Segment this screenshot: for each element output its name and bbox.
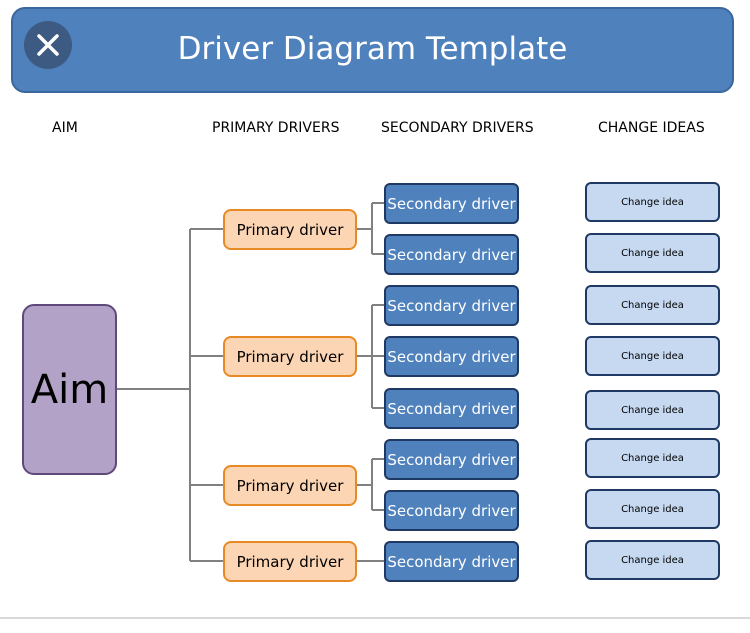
secondary-driver-6[interactable]: Secondary driver: [384, 439, 519, 480]
secondary-driver-4[interactable]: Secondary driver: [384, 336, 519, 377]
change-idea-7[interactable]: Change idea: [585, 489, 720, 529]
secondary-driver-2[interactable]: Secondary driver: [384, 234, 519, 275]
secondary-driver-7[interactable]: Secondary driver: [384, 490, 519, 531]
header-bar: Driver Diagram Template: [11, 7, 734, 93]
secondary-driver-5[interactable]: Secondary driver: [384, 388, 519, 429]
change-idea-3[interactable]: Change idea: [585, 285, 720, 325]
primary-driver-3[interactable]: Primary driver: [223, 465, 357, 506]
column-header-secondary: SECONDARY DRIVERS: [381, 120, 534, 136]
primary-driver-1[interactable]: Primary driver: [223, 209, 357, 250]
change-idea-5[interactable]: Change idea: [585, 390, 720, 430]
change-idea-8[interactable]: Change idea: [585, 540, 720, 580]
secondary-driver-8[interactable]: Secondary driver: [384, 541, 519, 582]
close-button[interactable]: [24, 21, 72, 69]
secondary-driver-3[interactable]: Secondary driver: [384, 285, 519, 326]
page-title: Driver Diagram Template: [177, 31, 568, 67]
change-idea-6[interactable]: Change idea: [585, 438, 720, 478]
column-header-ideas: CHANGE IDEAS: [598, 120, 705, 136]
primary-driver-4[interactable]: Primary driver: [223, 541, 357, 582]
change-idea-4[interactable]: Change idea: [585, 336, 720, 376]
column-header-aim: AIM: [52, 120, 78, 136]
change-idea-1[interactable]: Change idea: [585, 182, 720, 222]
column-header-primary: PRIMARY DRIVERS: [212, 120, 340, 136]
bottom-divider: [0, 617, 750, 619]
aim-box[interactable]: Aim: [22, 304, 117, 475]
change-idea-2[interactable]: Change idea: [585, 233, 720, 273]
close-icon: [37, 34, 59, 56]
primary-driver-2[interactable]: Primary driver: [223, 336, 357, 377]
secondary-driver-1[interactable]: Secondary driver: [384, 183, 519, 224]
